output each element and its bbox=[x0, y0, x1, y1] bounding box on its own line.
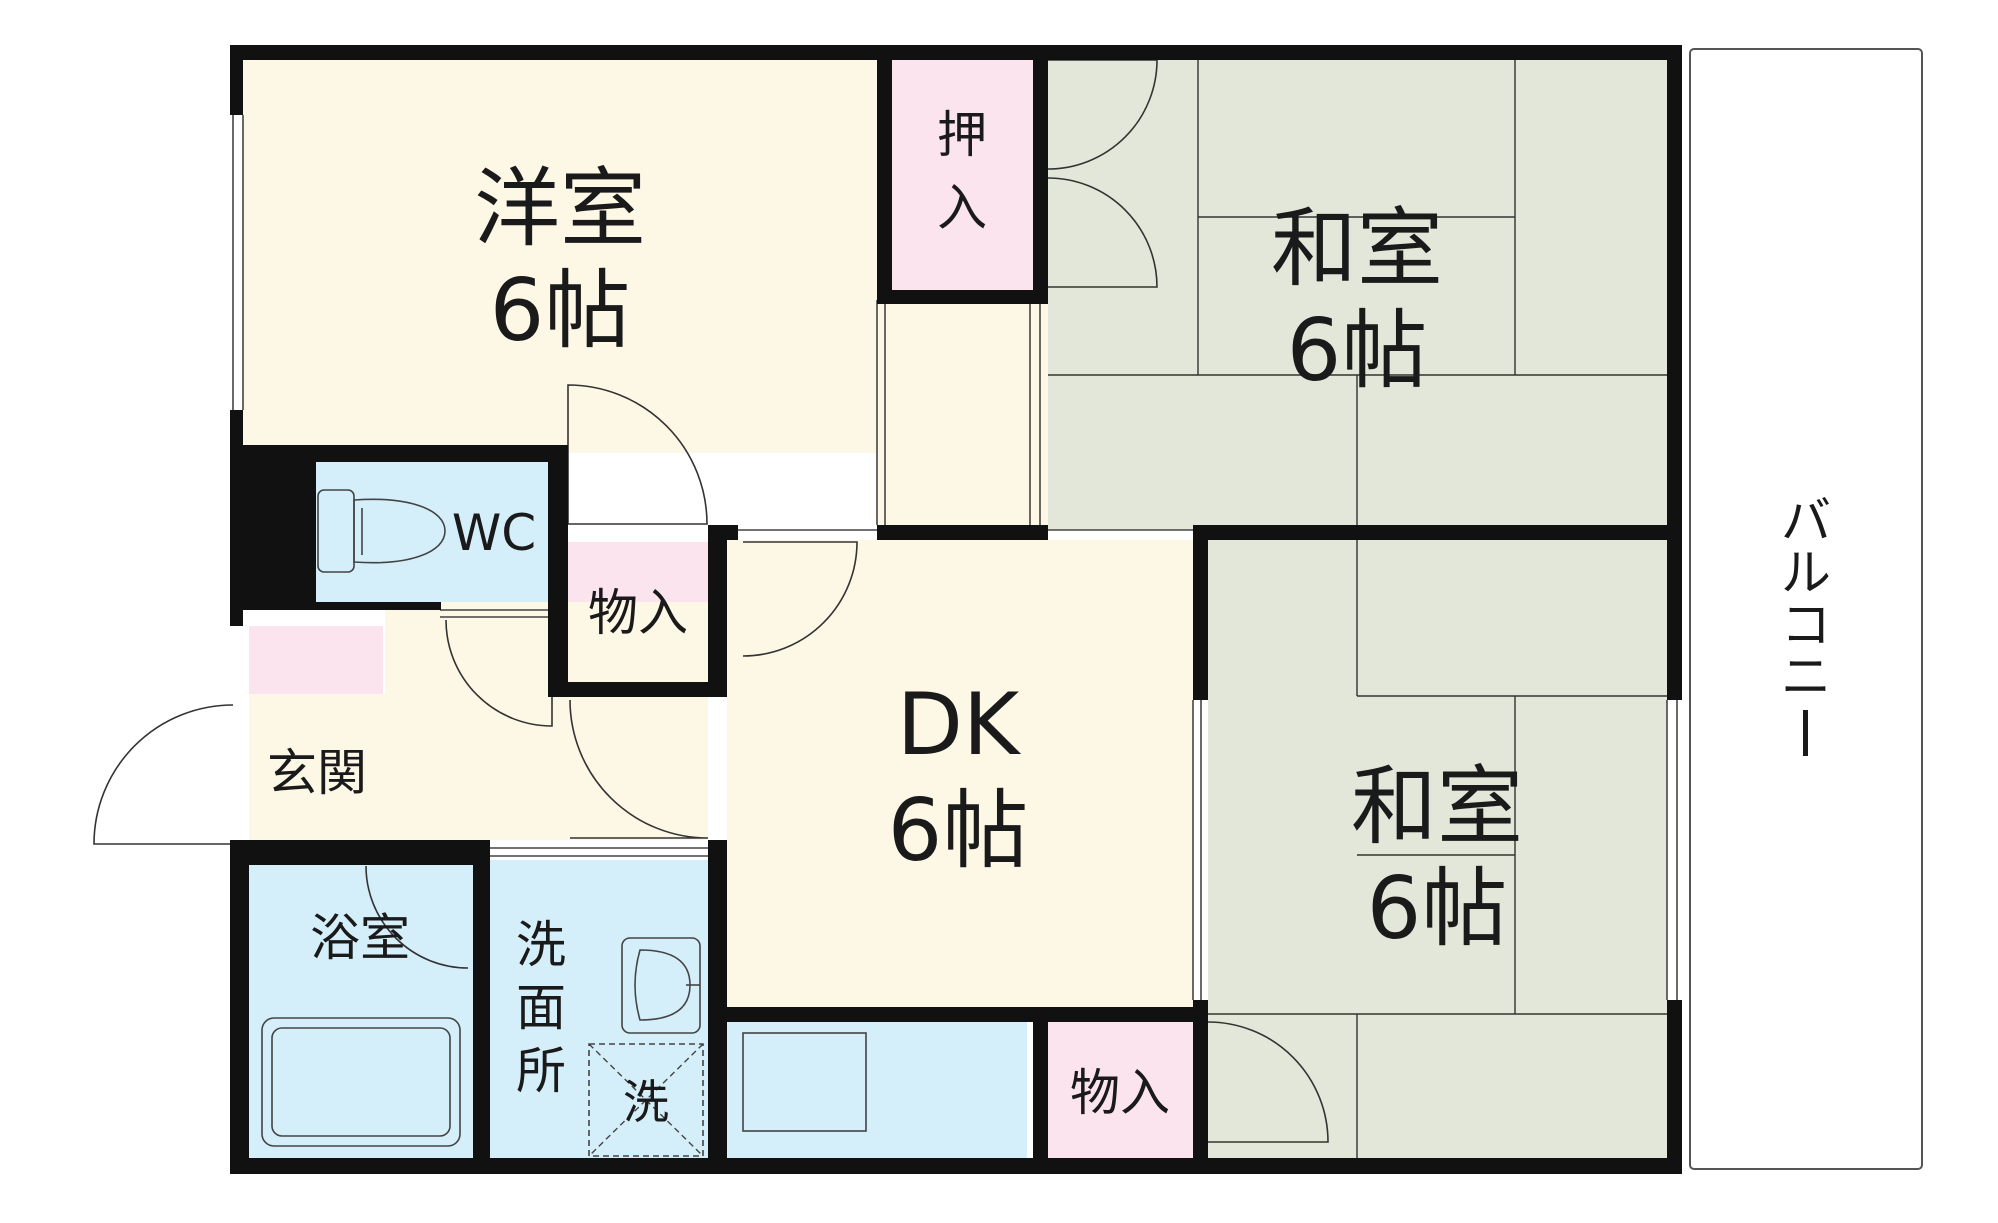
washing-machine-pan bbox=[588, 1043, 704, 1157]
entrance-storage-floor bbox=[249, 626, 383, 694]
western-door-swing bbox=[567, 384, 708, 525]
dk-door-swing bbox=[742, 541, 858, 657]
oshiire-floor bbox=[892, 60, 1033, 290]
wall-wc-bottom bbox=[316, 602, 441, 610]
bathroom-label: 浴室 bbox=[310, 909, 410, 967]
wall-left-block bbox=[230, 445, 316, 610]
toilet-icon bbox=[317, 489, 446, 573]
wall-right-lower bbox=[1667, 1000, 1682, 1174]
wall-storage-kitchen-top bbox=[1033, 1007, 1208, 1022]
oshiire-door-swing-bottom bbox=[1047, 177, 1158, 288]
storage-center-label: 物入 bbox=[588, 584, 688, 642]
japanese-upper-room-name: 和室 bbox=[1271, 199, 1443, 299]
wall-bottom bbox=[230, 1158, 1682, 1174]
wall-dk-right-upper bbox=[1193, 525, 1208, 700]
wall-right-upper bbox=[1667, 45, 1682, 700]
japanese-room-lower-floor bbox=[1208, 540, 1667, 1158]
dk-room-name: DK bbox=[897, 675, 1022, 775]
wall-entrance-bottom bbox=[230, 840, 490, 865]
balcony-label-3: コ bbox=[1781, 596, 1831, 654]
windows bbox=[232, 115, 1678, 1000]
washroom-label-2: 面 bbox=[516, 979, 566, 1037]
western-room-size: 6帖 bbox=[490, 261, 631, 361]
washbasin-icon bbox=[621, 937, 701, 1034]
washroom-label-3: 所 bbox=[516, 1042, 566, 1100]
wall-left-lower bbox=[230, 840, 249, 1174]
oshiire-label-2: 入 bbox=[937, 179, 987, 237]
wall-hall-right bbox=[708, 525, 727, 697]
bathroom-floor bbox=[249, 865, 473, 1158]
washer-label: 洗 bbox=[623, 1075, 669, 1129]
wall-oshiire-right bbox=[1033, 45, 1048, 300]
bathtub bbox=[261, 1017, 461, 1147]
wall-dk-top-left bbox=[708, 525, 738, 540]
japanese-lower-door-swing bbox=[1207, 1021, 1329, 1143]
wall-western-bottom bbox=[230, 445, 568, 462]
wall-dk-top-mid bbox=[877, 525, 1048, 540]
dk-floor bbox=[727, 540, 1193, 1022]
tatami-lines-upper bbox=[1048, 60, 1667, 530]
balcony-label-1: バ bbox=[1781, 492, 1831, 550]
hall-floor bbox=[385, 602, 708, 840]
washroom-label-1: 洗 bbox=[516, 916, 566, 974]
wall-dk-right-lower bbox=[1193, 1000, 1208, 1174]
wall-storage-bottom bbox=[548, 682, 708, 697]
oshiire-door-swing-top bbox=[1047, 59, 1158, 170]
storage-kitchen-floor bbox=[1048, 1022, 1193, 1158]
dk-room-size: 6帖 bbox=[888, 781, 1029, 881]
labels: 洋室 6帖 押 入 和室 6帖 WC 物入 玄関 DK 6帖 和室 6帖 浴室 … bbox=[267, 106, 1831, 1129]
wall-storage-kitchen-left bbox=[1033, 1007, 1048, 1174]
hallway-upper-floor bbox=[877, 300, 1048, 530]
storage-kitchen-label: 物入 bbox=[1070, 1064, 1170, 1122]
western-room-name: 洋室 bbox=[474, 159, 646, 259]
doors bbox=[93, 59, 1329, 1143]
wall-western-right bbox=[877, 45, 892, 300]
wall-left-upper bbox=[230, 45, 243, 115]
entrance-floor bbox=[249, 694, 385, 840]
wall-kitchen-top bbox=[727, 1007, 1048, 1022]
wc-label: WC bbox=[452, 504, 536, 562]
japanese-lower-room-name: 和室 bbox=[1351, 757, 1523, 857]
wall-dk-top-right bbox=[1193, 525, 1682, 540]
balcony-label-2: ル bbox=[1781, 544, 1831, 602]
entrance-door-swing bbox=[93, 704, 234, 845]
wall-oshiire-bottom bbox=[877, 290, 1048, 304]
balcony-long-mark bbox=[1803, 710, 1808, 756]
wall-washroom-left bbox=[473, 840, 490, 1174]
kitchen-sink bbox=[742, 1032, 867, 1132]
japanese-lower-room-size: 6帖 bbox=[1367, 859, 1508, 959]
walls bbox=[230, 45, 1682, 1174]
entrance-label: 玄関 bbox=[267, 744, 367, 802]
wall-top bbox=[230, 45, 1682, 60]
wall-washroom-right bbox=[708, 840, 727, 1174]
wall-storage-left bbox=[548, 525, 568, 697]
bathroom-door-swing bbox=[365, 865, 469, 969]
oshiire-label-1: 押 bbox=[937, 106, 987, 164]
hall-door-swing bbox=[569, 699, 709, 839]
balcony-label-4: ニ bbox=[1781, 648, 1831, 706]
washroom-floor bbox=[490, 860, 708, 1158]
kitchen-counter-floor bbox=[727, 1022, 1027, 1158]
western-room-floor bbox=[243, 60, 877, 453]
balcony-floor bbox=[1689, 48, 1923, 1170]
tatami-lines-lower bbox=[1208, 540, 1667, 1158]
wc-door-swing bbox=[445, 619, 553, 727]
japanese-upper-room-size: 6帖 bbox=[1287, 301, 1428, 401]
